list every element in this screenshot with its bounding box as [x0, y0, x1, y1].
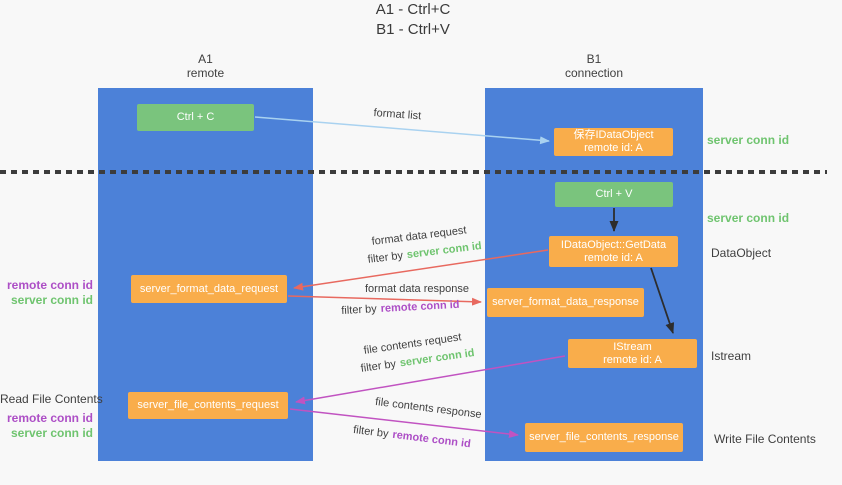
- server-file-contents-response-node: server_file_contents_response: [525, 423, 683, 452]
- filter-by-text: filter by: [367, 249, 404, 266]
- lane-b1-subtitle: connection: [564, 66, 624, 80]
- server-format-data-response-label: server_format_data_response: [492, 296, 639, 308]
- ctrl-v-label: Ctrl + V: [595, 188, 633, 200]
- left-conn-id-stack-bottom: Read File Contents remote conn id server…: [0, 392, 103, 441]
- istream-line1: IStream: [613, 340, 652, 353]
- ctrl-c-node: Ctrl + C: [137, 104, 254, 131]
- istream-side-label: Istream: [711, 349, 752, 363]
- file-contents-response-label: file contents response: [374, 396, 483, 421]
- lane-a1-subtitle: remote: [186, 66, 225, 80]
- title-line-2: B1 - Ctrl+V: [376, 21, 450, 38]
- server-file-contents-request-node: server_file_contents_request: [128, 392, 288, 419]
- filter-by-text: filter by: [341, 303, 378, 317]
- server-conn-id-right-mid: server conn id: [707, 211, 790, 225]
- filter-by-text: filter by: [352, 424, 390, 441]
- getdata-node: IDataObject::GetData remote id: A: [549, 236, 678, 267]
- save-idataobject-line2: remote id: A: [584, 142, 643, 154]
- format-data-response-label: format data response: [365, 283, 469, 295]
- server-format-data-response-node: server_format_data_response: [487, 288, 644, 317]
- lane-a1-name: A1: [198, 52, 213, 66]
- save-idataobject-line1: 保存IDataObject: [573, 129, 654, 141]
- ctrl-v-node: Ctrl + V: [555, 182, 673, 207]
- session-separator-line: [0, 170, 827, 174]
- filter-by-text: filter by: [360, 358, 397, 375]
- save-idataobject-node: 保存IDataObject remote id: A: [554, 128, 673, 156]
- dataobject-label: DataObject: [711, 246, 772, 260]
- server-conn-id-right-top: server conn id: [707, 133, 790, 147]
- server-format-data-request-label: server_format_data_request: [139, 282, 279, 295]
- server-conn-id-text: server conn id: [406, 240, 483, 262]
- server-conn-id-left-top: server conn id: [10, 293, 93, 307]
- diagram-title: A1 - Ctrl+C B1 - Ctrl+V: [0, 0, 826, 40]
- left-conn-id-stack-top: remote conn id server conn id: [0, 278, 93, 308]
- remote-conn-id-text: remote conn id: [380, 298, 460, 315]
- server-conn-id-left-bottom: server conn id: [10, 426, 93, 440]
- read-file-contents-label: Read File Contents: [0, 392, 103, 406]
- getdata-line1: IDataObject::GetData: [560, 238, 667, 251]
- ctrl-c-label: Ctrl + C: [176, 111, 215, 123]
- remote-conn-id-left-bottom: remote conn id: [6, 411, 93, 425]
- lane-b1-name: B1: [586, 52, 602, 66]
- istream-node: IStream remote id: A: [568, 339, 697, 368]
- server-file-contents-request-label: server_file_contents_request: [137, 399, 279, 411]
- lane-header-b1: B1 connection: [485, 52, 703, 80]
- remote-conn-id-left-top: remote conn id: [6, 278, 93, 292]
- remote-conn-id-text: remote conn id: [391, 428, 472, 451]
- server-file-contents-response-label: server_file_contents_response: [529, 431, 679, 443]
- server-format-data-request-node: server_format_data_request: [131, 275, 287, 303]
- title-line-1: A1 - Ctrl+C: [375, 1, 451, 18]
- write-file-contents-label: Write File Contents: [714, 432, 816, 446]
- lane-header-a1: A1 remote: [98, 52, 313, 80]
- istream-line2: remote id: A: [603, 353, 662, 366]
- getdata-line2: remote id: A: [584, 251, 643, 264]
- format-list-label: format list: [373, 107, 422, 123]
